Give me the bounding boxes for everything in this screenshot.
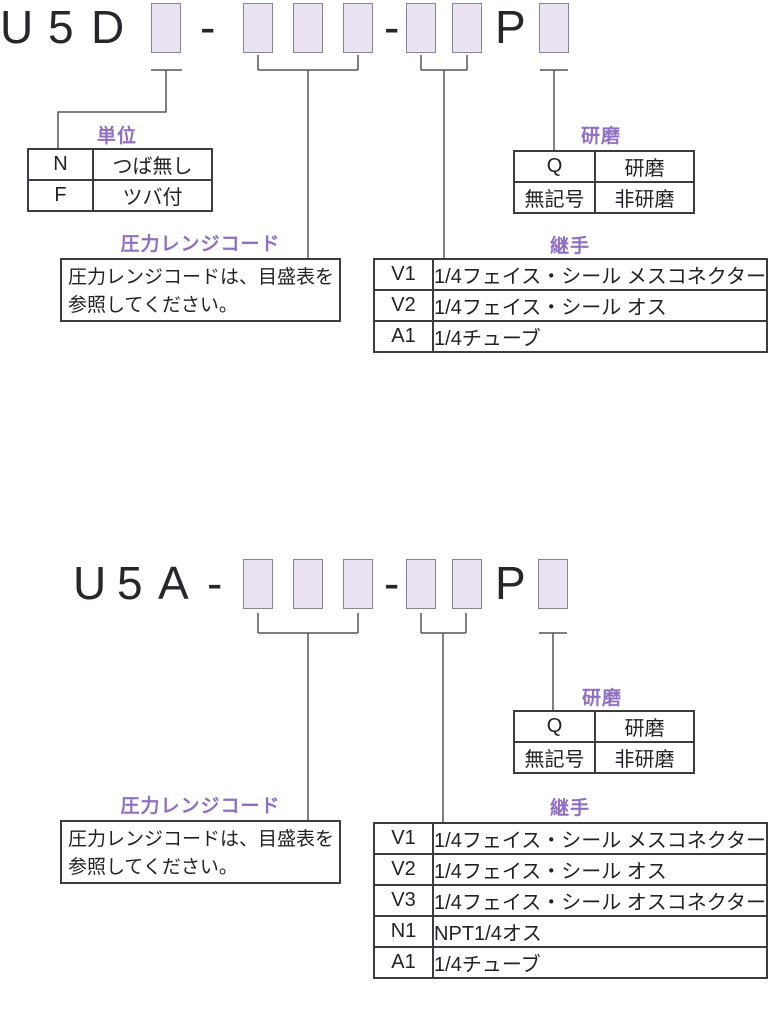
table-row: V2 1/4フェイス・シール オス — [372, 853, 768, 886]
code-placeholder-box — [243, 3, 273, 53]
fitting-code: A1 — [372, 320, 435, 353]
code-char-p: P — [495, 557, 526, 609]
fitting-table: V1 1/4フェイス・シール メスコネクター V2 1/4フェイス・シール オス… — [372, 822, 768, 979]
polish-desc: 研磨 — [594, 150, 695, 183]
table-row: A1 1/4チューブ — [372, 946, 768, 979]
code-placeholder-box — [343, 559, 373, 609]
code-char-3: A — [158, 557, 189, 609]
code-placeholder-box — [539, 3, 569, 53]
polish-table: Q 研磨 無記号 非研磨 — [513, 710, 695, 774]
polish-table: Q 研磨 無記号 非研磨 — [513, 150, 695, 214]
polish-code: Q — [513, 710, 596, 743]
fitting-code: V1 — [372, 258, 435, 291]
code-char-2: 5 — [117, 557, 143, 609]
table-row: V1 1/4フェイス・シール メスコネクター — [372, 258, 768, 291]
pressure-range-label: 圧力レンジコード — [120, 234, 281, 255]
fitting-desc: NPT1/4オス — [432, 915, 768, 948]
note-line: 参照してください。 — [68, 857, 238, 878]
fitting-desc: 1/4チューブ — [432, 946, 768, 979]
polish-code: Q — [513, 150, 596, 183]
unit-desc: つば無し — [92, 148, 213, 181]
polish-desc: 非研磨 — [594, 741, 695, 774]
fitting-section-label: 継手 — [549, 236, 590, 257]
fitting-desc: 1/4フェイス・シール メスコネクター — [432, 822, 768, 855]
polish-desc: 非研磨 — [594, 181, 695, 214]
table-row: V2 1/4フェイス・シール オス — [372, 289, 768, 322]
code-placeholder-box — [538, 559, 568, 609]
code-char-p: P — [495, 1, 526, 53]
fitting-section-label: 継手 — [549, 798, 590, 819]
code-placeholder-box — [293, 3, 323, 53]
fitting-desc: 1/4チューブ — [432, 320, 768, 353]
table-row: N つば無し — [27, 148, 213, 181]
fitting-table: V1 1/4フェイス・シール メスコネクター V2 1/4フェイス・シール オス… — [372, 258, 768, 353]
table-row: V1 1/4フェイス・シール メスコネクター — [372, 822, 768, 855]
code-char-2: 5 — [48, 1, 74, 53]
polish-desc: 研磨 — [594, 710, 695, 743]
table-row: 無記号 非研磨 — [513, 181, 695, 214]
code-separator: - — [384, 1, 400, 53]
code-placeholder-box — [293, 559, 323, 609]
note-line: 参照してください。 — [68, 295, 238, 316]
unit-desc: ツバ付 — [92, 179, 213, 212]
table-row: A1 1/4チューブ — [372, 320, 768, 353]
polish-section-label: 研磨 — [580, 126, 621, 147]
fitting-code: V2 — [372, 289, 435, 322]
note-line: 圧力レンジコードは、目盛表を — [68, 829, 335, 850]
code-placeholder-box — [151, 3, 181, 53]
code-placeholder-box — [452, 3, 482, 53]
code-placeholder-box — [406, 559, 436, 609]
code-placeholder-box — [243, 559, 273, 609]
table-row: V3 1/4フェイス・シール オスコネクター — [372, 884, 768, 917]
pressure-range-label: 圧力レンジコード — [120, 796, 281, 817]
code-separator: - — [200, 1, 216, 53]
unit-code: N — [27, 148, 94, 181]
pressure-range-note: 圧力レンジコードは、目盛表を 参照してください。 — [60, 820, 341, 884]
polish-code: 無記号 — [513, 741, 596, 774]
code-separator: - — [384, 557, 400, 609]
polish-section-label: 研磨 — [581, 688, 622, 709]
unit-code: F — [27, 179, 94, 212]
code-char-3: D — [91, 1, 125, 53]
fitting-code: N1 — [372, 915, 435, 948]
fitting-desc: 1/4フェイス・シール オス — [432, 289, 768, 322]
fitting-desc: 1/4フェイス・シール オス — [432, 853, 768, 886]
fitting-desc: 1/4フェイス・シール オスコネクター — [432, 884, 768, 917]
table-row: F ツバ付 — [27, 179, 213, 212]
fitting-code: V2 — [372, 853, 435, 886]
fitting-code: A1 — [372, 946, 435, 979]
fitting-code: V1 — [372, 822, 435, 855]
table-row: Q 研磨 — [513, 150, 695, 183]
code-char-1: U — [73, 557, 107, 609]
table-row: 無記号 非研磨 — [513, 741, 695, 774]
polish-code: 無記号 — [513, 181, 596, 214]
code-placeholder-box — [343, 3, 373, 53]
code-separator: - — [207, 557, 223, 609]
table-row: Q 研磨 — [513, 710, 695, 743]
unit-table: N つば無し F ツバ付 — [27, 148, 213, 212]
code-placeholder-box — [452, 559, 482, 609]
table-row: N1 NPT1/4オス — [372, 915, 768, 948]
note-line: 圧力レンジコードは、目盛表を — [68, 267, 335, 288]
fitting-desc: 1/4フェイス・シール メスコネクター — [432, 258, 768, 291]
code-char-1: U — [0, 1, 34, 53]
unit-section-label: 単位 — [96, 126, 137, 147]
pressure-range-note: 圧力レンジコードは、目盛表を 参照してください。 — [60, 258, 341, 322]
code-placeholder-box — [406, 3, 436, 53]
fitting-code: V3 — [372, 884, 435, 917]
